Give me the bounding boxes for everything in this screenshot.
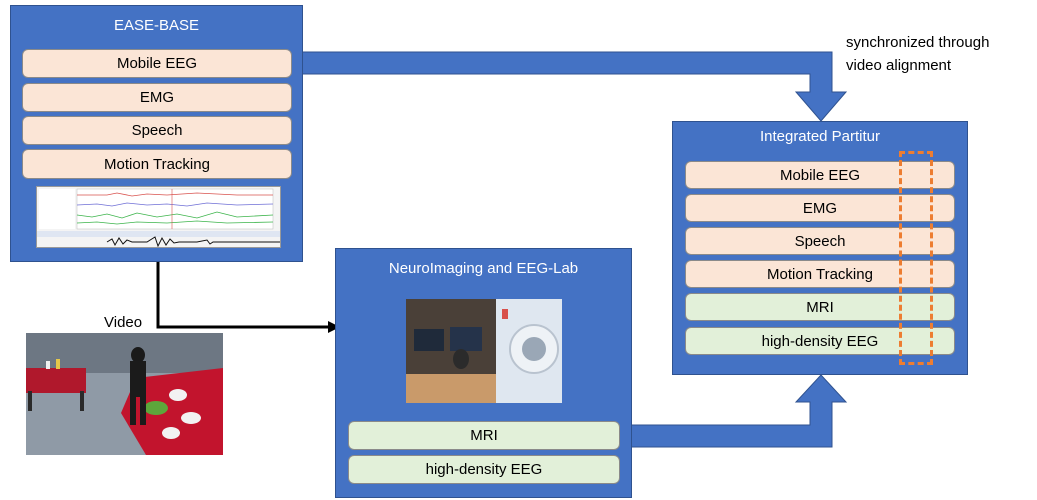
waveform-illustration xyxy=(37,187,280,248)
signal-viewer-thumbnail xyxy=(36,186,281,248)
ease-speech: Speech xyxy=(22,116,292,145)
integrated-emg: EMG xyxy=(685,194,955,222)
ease-motion-tracking: Motion Tracking xyxy=(22,149,292,179)
ease-mobile-eeg: Mobile EEG xyxy=(22,49,292,78)
integrated-partitur-panel: Integrated Partitur Mobile EEG EMG Speec… xyxy=(672,121,968,375)
integrated-high-density-eeg: high-density EEG xyxy=(685,327,955,355)
alignment-highlight-box xyxy=(899,151,933,365)
kitchen-recording-photo xyxy=(26,333,223,455)
ease-emg: EMG xyxy=(22,83,292,112)
integrated-title: Integrated Partitur xyxy=(759,128,881,145)
neuro-high-density-eeg: high-density EEG xyxy=(348,455,620,484)
integrated-motion-tracking: Motion Tracking xyxy=(685,260,955,288)
neuro-mri: MRI xyxy=(348,421,620,450)
kitchen-scene-illustration xyxy=(26,333,223,455)
integrated-mobile-eeg: Mobile EEG xyxy=(685,161,955,189)
integrated-speech: Speech xyxy=(685,227,955,255)
arrow-neuro-to-integrated xyxy=(619,374,848,448)
video-connector xyxy=(156,262,330,329)
arrow-ease-to-integrated xyxy=(291,51,848,122)
sync-annotation-line-1: synchronized through xyxy=(846,34,990,51)
ease-base-title: EASE-BASE xyxy=(113,17,200,34)
integrated-mri: MRI xyxy=(685,293,955,321)
neuroimaging-title: NeuroImaging and EEG-Lab xyxy=(388,260,579,277)
neuroimaging-panel: NeuroImaging and EEG-Lab MRI high-densit… xyxy=(335,248,632,498)
lab-photo xyxy=(406,299,562,403)
ease-base-panel: EASE-BASE Mobile EEG EMG Speech Motion T… xyxy=(10,5,303,262)
sync-annotation-line-2: video alignment xyxy=(846,57,952,74)
lab-scene-illustration xyxy=(406,299,562,403)
video-label: Video xyxy=(104,314,143,331)
video-arrowhead xyxy=(328,321,340,333)
